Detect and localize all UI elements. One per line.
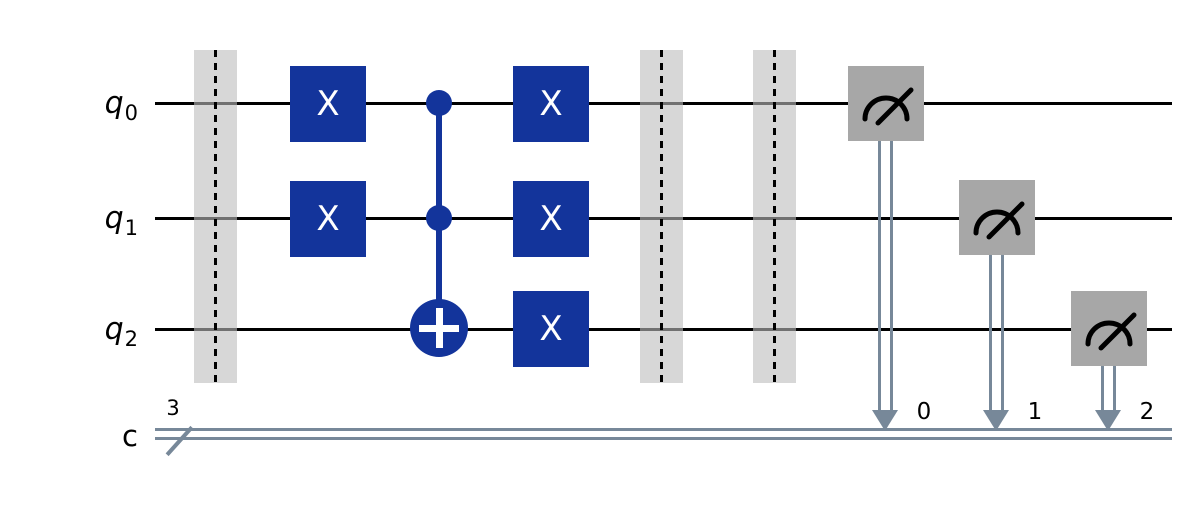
x-gate-q1-col2: X bbox=[513, 181, 589, 257]
qubit-label-subscript: 1 bbox=[124, 216, 138, 240]
ccx-target-plus-vertical bbox=[435, 308, 443, 348]
x-gate-q0-col1: X bbox=[290, 66, 366, 142]
classical-wire bbox=[155, 428, 1172, 440]
qubit-label-subscript: 0 bbox=[124, 101, 138, 125]
classical-register-label: c bbox=[122, 419, 138, 453]
x-gate-label: X bbox=[539, 199, 563, 239]
measurement-meter-icon bbox=[973, 201, 1025, 239]
qubit-label-base: q bbox=[104, 312, 124, 347]
x-gate-label: X bbox=[316, 84, 340, 124]
measure-gate-q0 bbox=[848, 66, 924, 141]
barrier-1 bbox=[194, 50, 237, 383]
ccx-control-dot-q1 bbox=[426, 205, 452, 231]
qubit-label-subscript: 2 bbox=[124, 327, 138, 351]
qubit-label-q1: q1 bbox=[50, 199, 138, 240]
ccx-control-dot-q0 bbox=[426, 90, 452, 116]
qubit-label-q2: q2 bbox=[50, 310, 138, 351]
measure-stem-q0 bbox=[878, 141, 893, 411]
classical-register-size: 3 bbox=[166, 396, 180, 420]
x-gate-label: X bbox=[539, 84, 563, 124]
clbit-label-2: 2 bbox=[1139, 399, 1155, 425]
qubit-label-base: q bbox=[104, 201, 124, 236]
measure-stem-q2 bbox=[1101, 366, 1116, 411]
measure-gate-q1 bbox=[959, 180, 1035, 255]
measure-stem-q1 bbox=[989, 255, 1004, 411]
measure-arrowhead-q2 bbox=[1095, 410, 1121, 431]
x-gate-label: X bbox=[539, 309, 563, 349]
x-gate-q1-col1: X bbox=[290, 181, 366, 257]
x-gate-q2-col2: X bbox=[513, 291, 589, 367]
measurement-meter-icon bbox=[1085, 312, 1137, 350]
qubit-label-q0: q0 bbox=[50, 84, 138, 125]
ccx-target-icon bbox=[410, 299, 468, 357]
qubit-label-base: q bbox=[104, 86, 124, 121]
barrier-dashed-line bbox=[660, 50, 663, 383]
measure-arrowhead-q0 bbox=[872, 410, 898, 431]
clbit-label-1: 1 bbox=[1027, 399, 1043, 425]
measure-arrowhead-q1 bbox=[983, 410, 1009, 431]
barrier-2 bbox=[640, 50, 683, 383]
barrier-dashed-line bbox=[214, 50, 217, 383]
clbit-label-0: 0 bbox=[916, 399, 932, 425]
measure-gate-q2 bbox=[1071, 291, 1147, 366]
barrier-dashed-line bbox=[773, 50, 776, 383]
measurement-meter-icon bbox=[862, 87, 914, 125]
barrier-3 bbox=[753, 50, 796, 383]
x-gate-label: X bbox=[316, 199, 340, 239]
x-gate-q0-col2: X bbox=[513, 66, 589, 142]
